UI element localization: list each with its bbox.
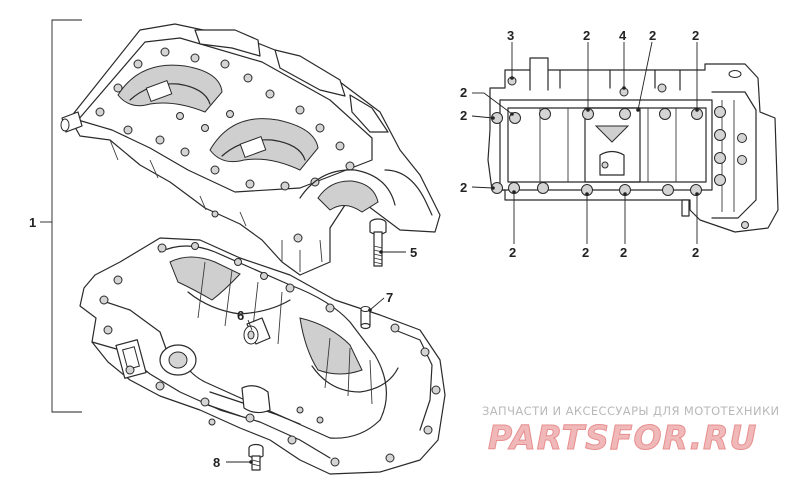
callout-3: 3 <box>507 28 514 43</box>
callout-2-left-c: 2 <box>460 180 467 195</box>
callout-2-top-a: 2 <box>583 28 590 43</box>
callout-5: 5 <box>410 245 417 260</box>
leader-lines <box>226 41 699 464</box>
callout-labels: 1 5 6 7 8 3 2 4 2 2 2 2 2 2 2 2 2 <box>29 28 699 470</box>
upper-crankcase-half <box>60 23 441 276</box>
callout-2-left-a: 2 <box>460 85 467 100</box>
lower-crankcase-half <box>79 237 446 475</box>
dowel-part-7 <box>360 306 371 330</box>
callout-4: 4 <box>619 28 627 43</box>
callout-2-top-c: 2 <box>692 28 699 43</box>
callout-8: 8 <box>213 455 220 470</box>
callout-2-bottom-b: 2 <box>582 245 589 260</box>
callout-2-left-b: 2 <box>460 108 467 123</box>
callout-2-bottom-c: 2 <box>620 245 627 260</box>
callout-2-bottom-a: 2 <box>509 245 516 260</box>
callout-6: 6 <box>237 308 244 323</box>
bolt-part-5 <box>369 218 387 267</box>
callout-1: 1 <box>29 215 36 230</box>
callout-2-bottom-d: 2 <box>692 245 699 260</box>
crankcase-top-view <box>487 57 779 233</box>
plug-part-8 <box>248 443 264 471</box>
bushing-part-6 <box>243 317 271 345</box>
assembly-bracket <box>40 19 82 413</box>
callout-2-top-b: 2 <box>649 28 656 43</box>
callout-7: 7 <box>386 290 393 305</box>
watermark-subtitle: ЗАПЧАСТИ И АКСЕССУАРЫ ДЛЯ МОТОТЕХНИКИ <box>482 404 780 418</box>
watermark-logo: PARTSFOR.RU <box>488 418 758 458</box>
